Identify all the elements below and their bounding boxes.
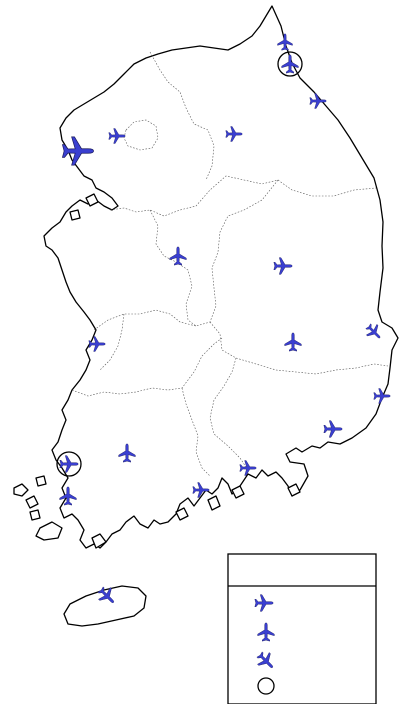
province-borders (71, 51, 389, 477)
island-group (13, 193, 301, 549)
airport-markers (56, 33, 391, 609)
legend (227, 553, 377, 704)
mainland-outline (43, 5, 399, 549)
closed-airport-ring (56, 451, 82, 477)
jeju-island (63, 585, 147, 627)
legend-box (227, 553, 377, 704)
legend-empty-circle-icon (257, 677, 275, 695)
closed-airport-ring (277, 51, 303, 77)
